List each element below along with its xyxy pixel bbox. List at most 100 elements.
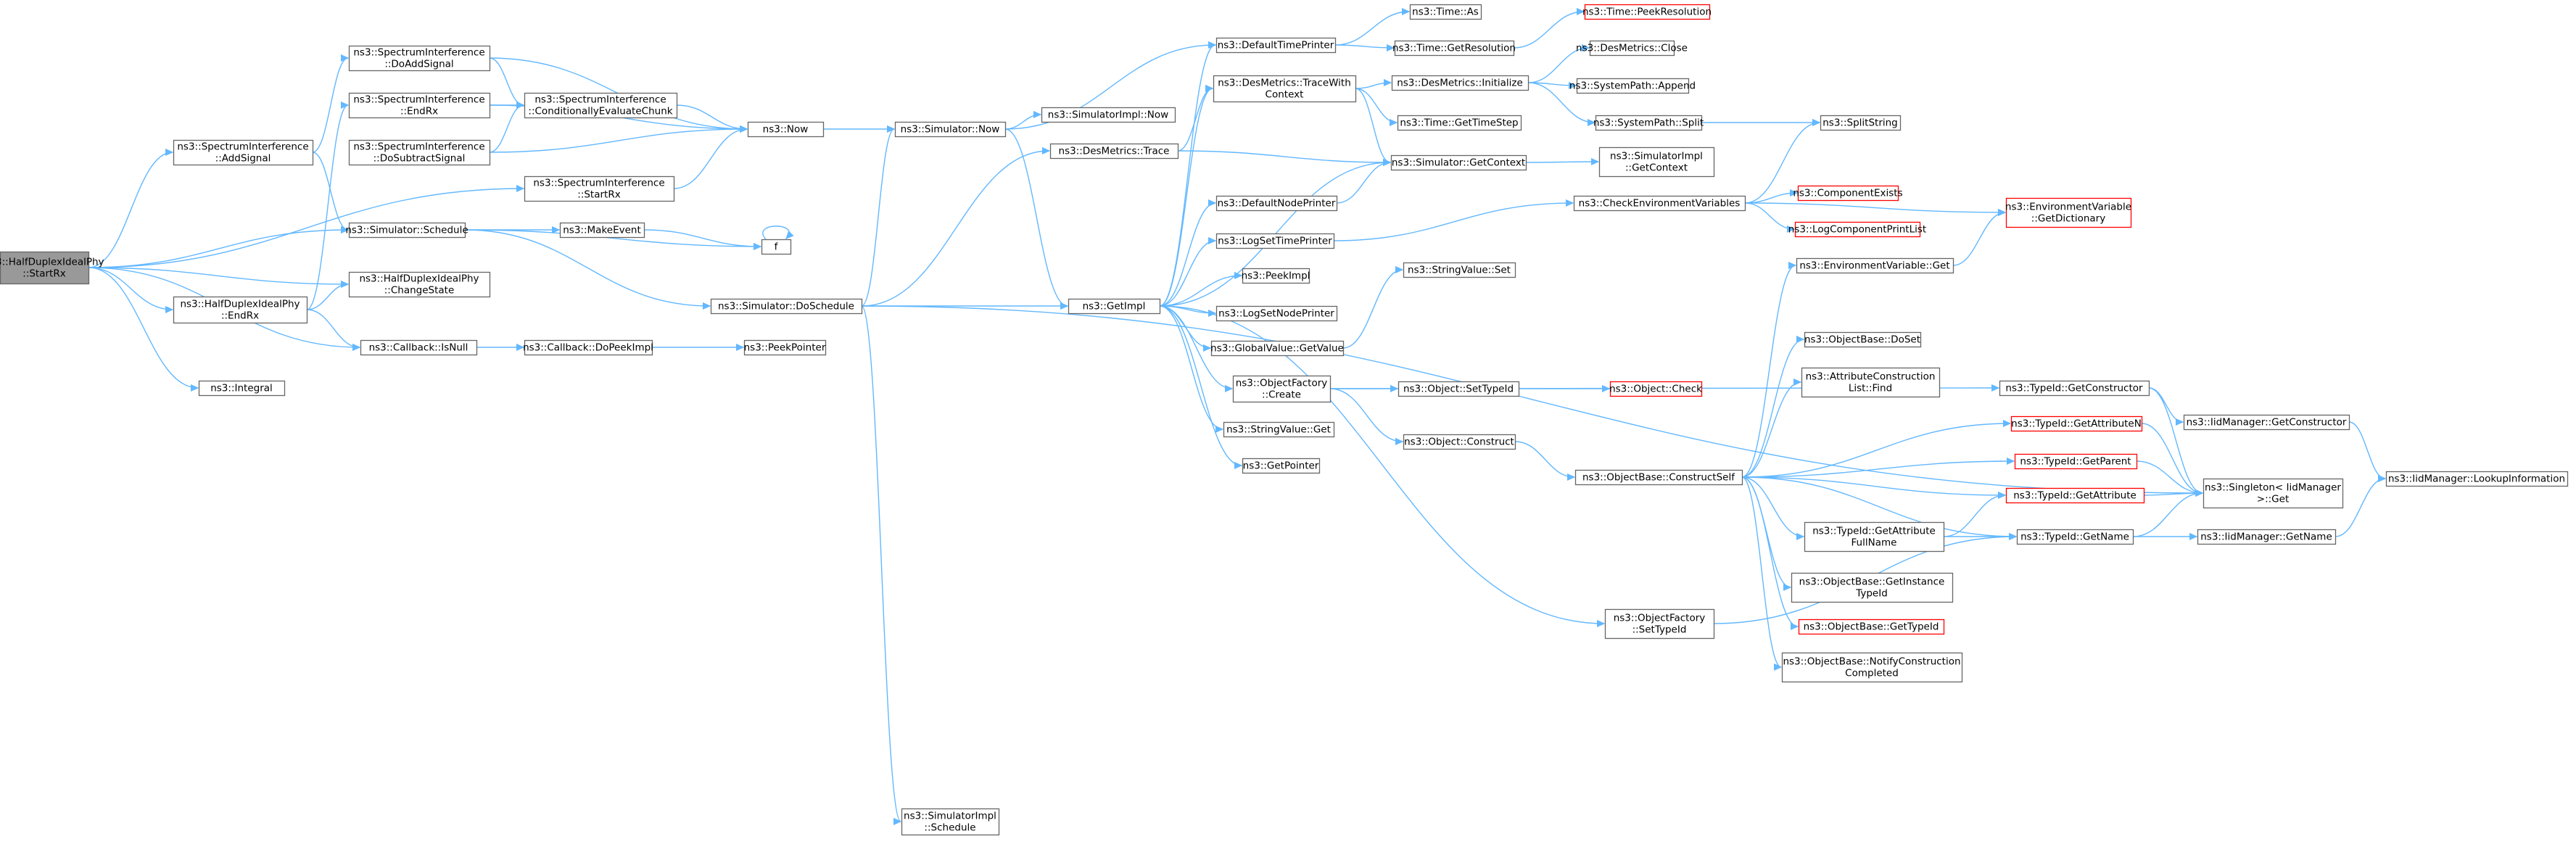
node-iid-getname[interactable]: ns3::IidManager::GetName bbox=[2197, 529, 2337, 545]
node-root[interactable]: ns3::HalfDuplexIdealPhy::StartRx bbox=[0, 251, 104, 285]
node-sp-split[interactable]: ns3::SystemPath::Split bbox=[1593, 115, 1704, 131]
node-logsettimeprinter[interactable]: ns3::LogSetTimePrinter bbox=[1215, 233, 1335, 249]
node-splitstring[interactable]: ns3::SplitString bbox=[1820, 115, 1902, 131]
node-stringvalue-get[interactable]: ns3::StringValue::Get bbox=[1223, 421, 1335, 438]
node-simimpl-now[interactable]: ns3::SimulatorImpl::Now bbox=[1041, 107, 1176, 123]
node-componentexists[interactable]: ns3::ComponentExists bbox=[1793, 185, 1903, 202]
node-obj-settypeid[interactable]: ns3::Object::SetTypeId bbox=[1398, 381, 1520, 397]
node-box bbox=[1820, 115, 1902, 131]
node-ob-doset[interactable]: ns3::ObjectBase::DoSet bbox=[1804, 331, 1922, 348]
node-iid-lookup[interactable]: ns3::IidManager::LookupInformation bbox=[2385, 471, 2569, 487]
edge-ob_constructself-to-tid_getattrn bbox=[1741, 423, 2010, 478]
node-label: ns3::PeekImpl bbox=[1242, 270, 1310, 282]
node-label: ::Create bbox=[1262, 389, 1301, 401]
node-getpointer[interactable]: ns3::GetPointer bbox=[1242, 458, 1321, 474]
node-peekpointer[interactable]: ns3::PeekPointer bbox=[744, 339, 827, 356]
edge-defaulttimeprinter-to-time_as bbox=[1334, 12, 1409, 46]
node-tid-getattrn[interactable]: ns3::TypeId::GetAttributeN bbox=[2010, 415, 2143, 432]
node-sim-doschedule[interactable]: ns3::Simulator::DoSchedule bbox=[710, 298, 863, 315]
node-tid-getconstructor[interactable]: ns3::TypeId::GetConstructor bbox=[1999, 380, 2150, 397]
node-time-as[interactable]: ns3::Time::As bbox=[1409, 4, 1482, 20]
node-time-gettimestep[interactable]: ns3::Time::GetTimeStep bbox=[1397, 115, 1522, 131]
node-box bbox=[1804, 331, 1922, 348]
node-singleton-get[interactable]: ns3::Singleton< IidManager>::Get bbox=[2203, 478, 2344, 509]
node-label: ns3::Simulator::Now bbox=[901, 124, 1000, 136]
node-label: ns3::ObjectBase::GetInstance bbox=[1799, 576, 1945, 588]
node-si-endrx[interactable]: ns3::SpectrumInterference::EndRx bbox=[348, 92, 491, 119]
node-makeevent[interactable]: ns3::MakeEvent bbox=[559, 222, 645, 239]
edge-tid_getname-to-singleton_get bbox=[2132, 493, 2203, 537]
node-simimpl-schedule[interactable]: ns3::SimulatorImpl::Schedule bbox=[901, 808, 1000, 836]
node-ob-gettypeid[interactable]: ns3::ObjectBase::GetTypeId bbox=[1798, 618, 1945, 635]
edge-dm_initialize-to-dm_close bbox=[1527, 48, 1589, 83]
node-of-settypeid[interactable]: ns3::ObjectFactory::SetTypeId bbox=[1604, 608, 1715, 640]
node-now[interactable]: ns3::Now bbox=[747, 121, 825, 138]
edge-makeevent-to-f bbox=[643, 229, 761, 247]
node-label: ns3::StringValue::Set bbox=[1408, 265, 1511, 276]
node-box bbox=[1791, 572, 1954, 603]
node-envvar-get[interactable]: ns3::EnvironmentVariable::Get bbox=[1796, 257, 1954, 274]
node-si-doaddsignal[interactable]: ns3::SpectrumInterference::DoAddSignal bbox=[348, 45, 491, 72]
node-box bbox=[1390, 154, 1527, 171]
node-si-condeval[interactable]: ns3::SpectrumInterference::Conditionally… bbox=[524, 92, 678, 119]
node-desmetrics-trace[interactable]: ns3::DesMetrics::Trace bbox=[1049, 143, 1179, 160]
node-defaulttimeprinter[interactable]: ns3::DefaultTimePrinter bbox=[1215, 37, 1337, 54]
node-box bbox=[360, 339, 478, 356]
node-hd-endrx[interactable]: ns3::HalfDuplexIdealPhy::EndRx bbox=[173, 296, 308, 324]
node-dm-close[interactable]: ns3::DesMetrics::Close bbox=[1576, 40, 1688, 57]
node-integral[interactable]: ns3::Integral bbox=[198, 380, 286, 397]
node-dm-initialize[interactable]: ns3::DesMetrics::Initialize bbox=[1391, 75, 1530, 91]
node-label: ::SetTypeId bbox=[1632, 624, 1687, 636]
node-label: ns3::TypeId::GetName bbox=[2020, 531, 2129, 543]
node-gv-getvalue[interactable]: ns3::GlobalValue::GetValue bbox=[1210, 340, 1345, 357]
node-cb-isnull[interactable]: ns3::Callback::IsNull bbox=[360, 339, 478, 356]
edge-ob_constructself-to-ob_gettypeid bbox=[1741, 476, 1798, 626]
edge-defaulttimeprinter-to-time_getres bbox=[1334, 45, 1394, 48]
node-si-dosubtract[interactable]: ns3::SpectrumInterference::DoSubtractSig… bbox=[348, 139, 491, 166]
node-iid-getconstructor[interactable]: ns3::IidManager::GetConstructor bbox=[2183, 414, 2350, 431]
edge-getimpl-to-dm_tracewith bbox=[1159, 88, 1213, 307]
node-simimpl-getcontext[interactable]: ns3::SimulatorImpl::GetContext bbox=[1598, 146, 1715, 178]
node-sp-append[interactable]: ns3::SystemPath::Append bbox=[1569, 78, 1696, 94]
node-box bbox=[1397, 115, 1522, 131]
node-box bbox=[2385, 471, 2569, 487]
node-obj-construct[interactable]: ns3::Object::Construct bbox=[1403, 434, 1516, 450]
node-getimpl[interactable]: ns3::GetImpl bbox=[1068, 298, 1161, 315]
edge-dm_tracewith-to-sim_getcontext bbox=[1355, 88, 1390, 162]
node-checkenv[interactable]: ns3::CheckEnvironmentVariables bbox=[1573, 195, 1746, 212]
node-time-getres[interactable]: ns3::Time::GetResolution bbox=[1392, 40, 1516, 57]
node-tid-getparent[interactable]: ns3::TypeId::GetParent bbox=[2014, 453, 2138, 470]
node-time-peekres[interactable]: ns3::Time::PeekResolution bbox=[1582, 4, 1712, 20]
node-box bbox=[1391, 75, 1530, 91]
node-ob-constructself[interactable]: ns3::ObjectBase::ConstructSelf bbox=[1574, 469, 1743, 486]
node-si-startrx[interactable]: ns3::SpectrumInterference::StartRx bbox=[524, 175, 675, 202]
node-f[interactable]: f bbox=[761, 239, 792, 255]
node-label: ns3::ObjectFactory bbox=[1236, 378, 1328, 389]
node-tid-getattribute[interactable]: ns3::TypeId::GetAttribute bbox=[2005, 487, 2145, 504]
node-sim-now[interactable]: ns3::Simulator::Now bbox=[894, 121, 1007, 138]
node-si-addsignal[interactable]: ns3::SpectrumInterference::AddSignal bbox=[173, 139, 314, 166]
node-logsetnodeprinter[interactable]: ns3::LogSetNodePrinter bbox=[1215, 305, 1338, 322]
node-envvar-getdict[interactable]: ns3::EnvironmentVariable::GetDictionary bbox=[2005, 197, 2132, 228]
node-label: ns3::Simulator::GetContext bbox=[1392, 157, 1525, 169]
node-tid-getname[interactable]: ns3::TypeId::GetName bbox=[2016, 529, 2134, 545]
node-label: ns3::SpectrumInterference bbox=[533, 178, 664, 189]
node-sim-schedule[interactable]: ns3::Simulator::Schedule bbox=[345, 222, 468, 239]
node-ob-notify[interactable]: ns3::ObjectBase::NotifyConstructionCompl… bbox=[1781, 652, 1963, 683]
node-of-create[interactable]: ns3::ObjectFactory::Create bbox=[1232, 375, 1332, 403]
node-hd-changestate[interactable]: ns3::HalfDuplexIdealPhy::ChangeState bbox=[348, 271, 491, 298]
node-logcompprint[interactable]: ns3::LogComponentPrintList bbox=[1788, 221, 1926, 238]
node-label: ::StartRx bbox=[22, 268, 65, 280]
node-defaultnodeprinter[interactable]: ns3::DefaultNodePrinter bbox=[1215, 195, 1338, 212]
node-box bbox=[1574, 469, 1743, 486]
edge-ob_constructself-to-tid_getattrfull bbox=[1741, 476, 1804, 537]
node-peekimpl[interactable]: ns3::PeekImpl bbox=[1242, 268, 1310, 284]
node-stringvalue-set[interactable]: ns3::StringValue::Set bbox=[1403, 262, 1516, 278]
node-sim-getcontext[interactable]: ns3::Simulator::GetContext bbox=[1390, 154, 1527, 171]
node-cb-dopeek[interactable]: ns3::Callback::DoPeekImpl bbox=[523, 339, 653, 356]
node-obj-check[interactable]: ns3::Object::Check bbox=[1609, 381, 1703, 397]
